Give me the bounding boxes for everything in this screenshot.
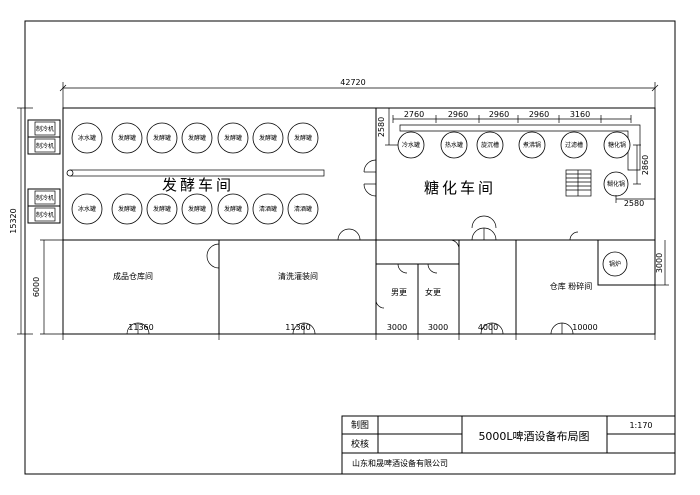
title-block: 制图 校核 5000L啤酒设备布局图 1:170 山东和晟啤酒设备有限公司: [341, 415, 676, 475]
brewhouse-tanks: 冷水罐 热水罐 旋沉槽 煮沸锅 过滤槽 糖化锅 糊化锅: [397, 131, 631, 197]
dim-2580-right: 2580: [624, 199, 644, 208]
dim-3160: 3160: [570, 110, 590, 119]
dim-2580-left: 2580: [377, 117, 386, 137]
chiller-3-label: 制冷机: [36, 194, 54, 202]
dim-2760: 2760: [404, 110, 424, 119]
ferm-bottom-6: 清酒罐: [259, 205, 277, 213]
chiller-1-label: 制冷机: [36, 125, 54, 133]
brew-tank-5: 过滤槽: [565, 141, 583, 149]
dim-bottom-2: 11360: [285, 323, 310, 332]
sheet-border: [24, 20, 676, 475]
brew-tank-4: 煮沸锅: [523, 141, 541, 149]
brew-tank-3: 旋沉槽: [481, 141, 499, 149]
brew-tank-extra: 糊化锅: [607, 180, 625, 188]
ferm-bottom-7: 清酒罐: [294, 205, 312, 213]
ferm-bottom-4: 发酵罐: [188, 205, 206, 213]
drawn-label: 制图: [351, 419, 369, 431]
ferm-bottom-2: 发酵罐: [118, 205, 136, 213]
ferm-top-7: 发酵罐: [294, 134, 312, 142]
company-name: 山东和晟啤酒设备有限公司: [352, 458, 448, 468]
scale-label: 1:170: [629, 421, 652, 430]
dim-bottom-5: 4000: [478, 323, 498, 332]
room-boiler: 锅炉: [609, 260, 621, 268]
checked-label: 校核: [351, 438, 369, 450]
ferm-top-5: 发酵罐: [224, 134, 242, 142]
dim-bottom-1: 11360: [128, 323, 153, 332]
chiller-2-label: 制冷机: [36, 142, 54, 150]
ferm-top-6: 发酵罐: [259, 134, 277, 142]
overall-width-dimension: 42720: [59, 78, 659, 108]
boiler-unit: [602, 251, 628, 277]
fermentation-hall: 发酵车间: [66, 169, 325, 194]
room-labels: 成品仓库间 清洗灌装间 男更 女更 仓库 粉碎间 锅炉: [113, 251, 628, 297]
room-finished-goods: 成品仓库间: [113, 271, 153, 281]
saccharification-title: 糖化车间: [424, 179, 496, 197]
ferm-bottom-1: 冰水罐: [78, 205, 96, 213]
lower-height-label: 6000: [32, 277, 41, 297]
ferm-top-2: 发酵罐: [118, 134, 136, 142]
chiller-units: 制冷机 制冷机 制冷机 制冷机: [27, 119, 61, 224]
ferm-top-1: 冰水罐: [78, 134, 96, 142]
drawing-title: 5000L啤酒设备布局图: [478, 429, 589, 443]
dim-bottom-6: 10000: [572, 323, 597, 332]
ferm-bottom-3: 发酵罐: [153, 205, 171, 213]
ferm-top-3: 发酵罐: [153, 134, 171, 142]
ferm-bottom-5: 发酵罐: [224, 205, 242, 213]
stair: [565, 169, 592, 197]
brewhouse-platform: [399, 124, 641, 171]
saccharification-dimensions: 2760 2960 2960 2960 3160 2580 2860 2580 …: [377, 108, 669, 286]
room-womens: 女更: [425, 287, 441, 297]
chiller-4-label: 制冷机: [36, 211, 54, 219]
overall-width-label: 42720: [340, 78, 365, 87]
dim-2960-b: 2960: [489, 110, 509, 119]
doors: [126, 159, 579, 335]
dim-2860: 2860: [641, 155, 650, 175]
brew-tank-1: 冷水罐: [402, 141, 420, 149]
saccharification-hall: 糖化车间: [399, 124, 641, 197]
fermentation-bottom-row: 冰水罐 发酵罐 发酵罐 发酵罐 发酵罐 清酒罐 清酒罐: [71, 193, 319, 225]
left-height-dimension: 15320 6000: [9, 107, 63, 335]
overall-height-label: 15320: [9, 208, 18, 233]
dim-bottom-4: 3000: [428, 323, 448, 332]
fermentation-title: 发酵车间: [162, 176, 234, 194]
fermentation-top-row: 冰水罐 发酵罐 发酵罐 发酵罐 发酵罐 发酵罐 发酵罐: [71, 122, 319, 154]
bottom-dimensions: 11360 11360 3000 3000 4000 10000: [62, 323, 656, 340]
dim-2960-c: 2960: [529, 110, 549, 119]
dim-2960-a: 2960: [448, 110, 468, 119]
ferm-top-4: 发酵罐: [188, 134, 206, 142]
dim-bottom-3: 3000: [387, 323, 407, 332]
room-mens: 男更: [391, 288, 407, 297]
room-washing-filling: 清洗灌装间: [278, 271, 318, 281]
brew-tank-2: 热水罐: [445, 141, 463, 149]
room-warehouse: 仓库 粉碎间: [550, 281, 593, 291]
pipe-end: [66, 169, 74, 177]
dim-boiler-3000: 3000: [655, 253, 664, 273]
brew-tank-6: 糖化锅: [608, 141, 626, 149]
